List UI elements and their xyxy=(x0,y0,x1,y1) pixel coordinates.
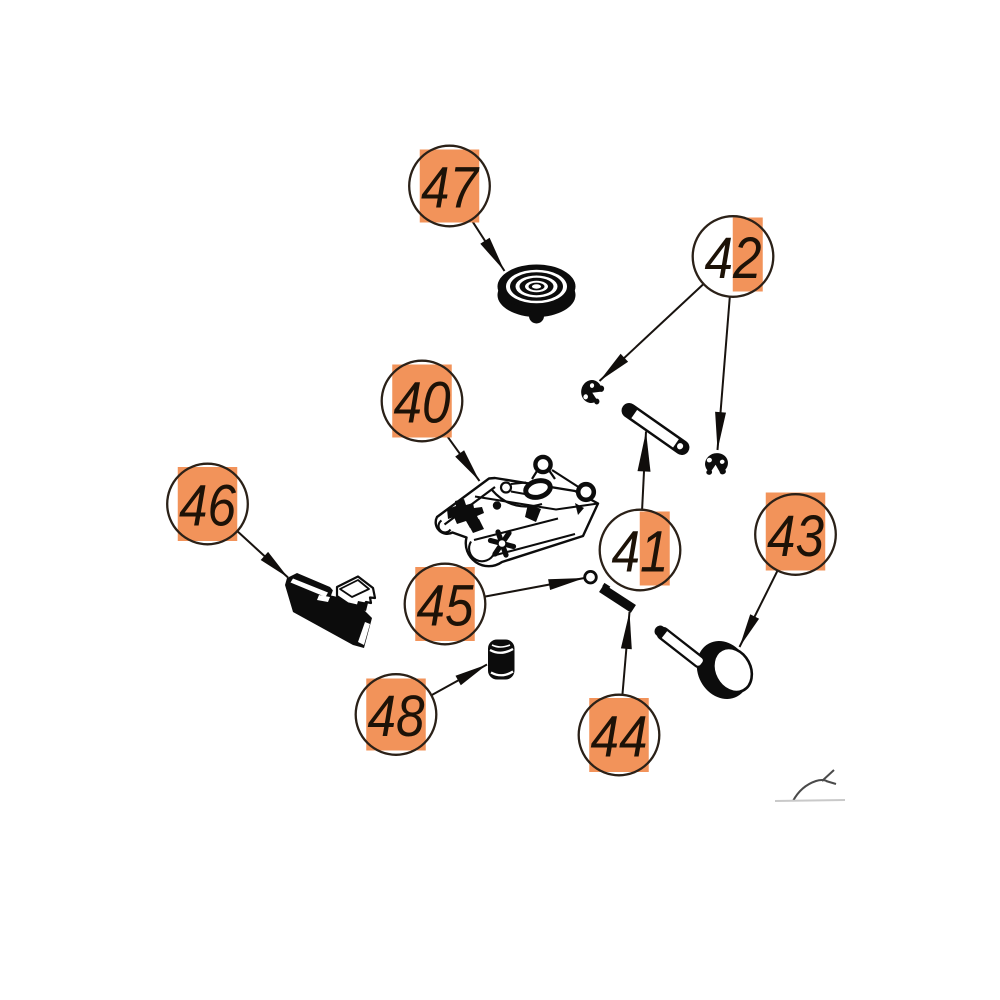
svg-text:43: 43 xyxy=(767,504,824,569)
svg-text:47: 47 xyxy=(421,155,480,220)
svg-text:44: 44 xyxy=(591,704,648,769)
svg-text:46: 46 xyxy=(179,473,236,538)
svg-text:42: 42 xyxy=(705,226,762,291)
svg-text:48: 48 xyxy=(368,684,425,749)
svg-text:45: 45 xyxy=(417,573,474,638)
svg-text:41: 41 xyxy=(612,519,669,584)
svg-text:40: 40 xyxy=(394,370,451,435)
